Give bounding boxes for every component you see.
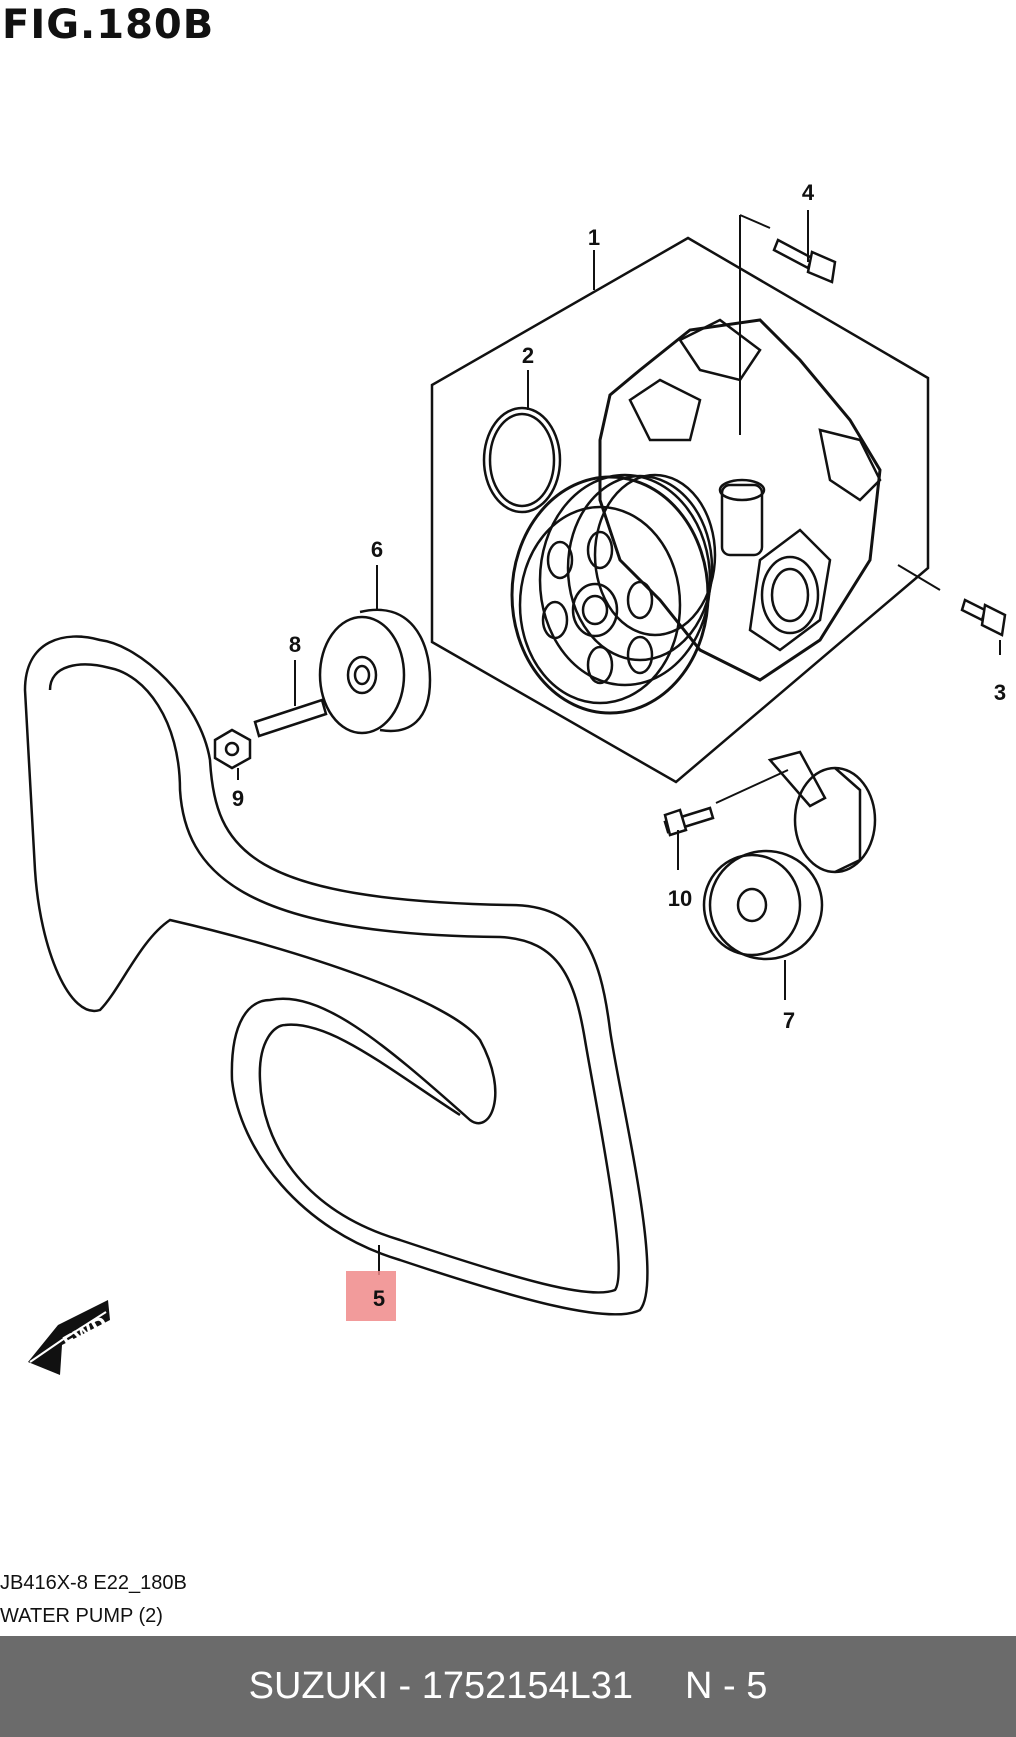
callout-5[interactable]: 5 [373,1286,385,1311]
figure-title: FIG.180B [2,2,215,48]
callout-1[interactable]: 1 [588,225,600,250]
tensioner-bolt[interactable] [663,806,715,837]
footer-part-number: SUZUKI - 1752154L31 [248,1665,634,1707]
o-ring[interactable] [482,406,562,514]
idler-pulley[interactable] [318,608,432,735]
callout-2[interactable]: 2 [522,343,534,368]
callout-7[interactable]: 7 [783,1008,795,1033]
belt-tensioner[interactable] [702,750,877,961]
stud[interactable] [253,698,328,738]
footer-reference: N - 5 [685,1665,768,1707]
callout-4[interactable]: 4 [802,180,815,205]
diagram-code: JB416X-8 E22_180B [0,1572,187,1594]
callout-9[interactable]: 9 [232,786,244,811]
fwd-arrow: FWD [28,1300,111,1375]
nut[interactable] [213,728,252,770]
diagram-name: WATER PUMP (2) [0,1605,163,1627]
serpentine-belt[interactable] [23,635,649,1316]
bolt-upper[interactable] [772,238,837,284]
leader-lines [237,210,1001,1275]
callout-6[interactable]: 6 [371,537,383,562]
callout-8[interactable]: 8 [289,632,301,657]
callout-10[interactable]: 10 [668,886,692,911]
bolt-right[interactable] [960,598,1007,637]
water-pump-assembly[interactable] [430,236,930,784]
callout-3[interactable]: 3 [994,680,1006,705]
parts-diagram: FWD 1 2 3 4 5 6 7 8 9 10 [23,180,1007,1375]
callout-5-highlight [346,1271,396,1321]
footer-bar: SUZUKI - 1752154L31 N - 5 [0,1636,1016,1737]
